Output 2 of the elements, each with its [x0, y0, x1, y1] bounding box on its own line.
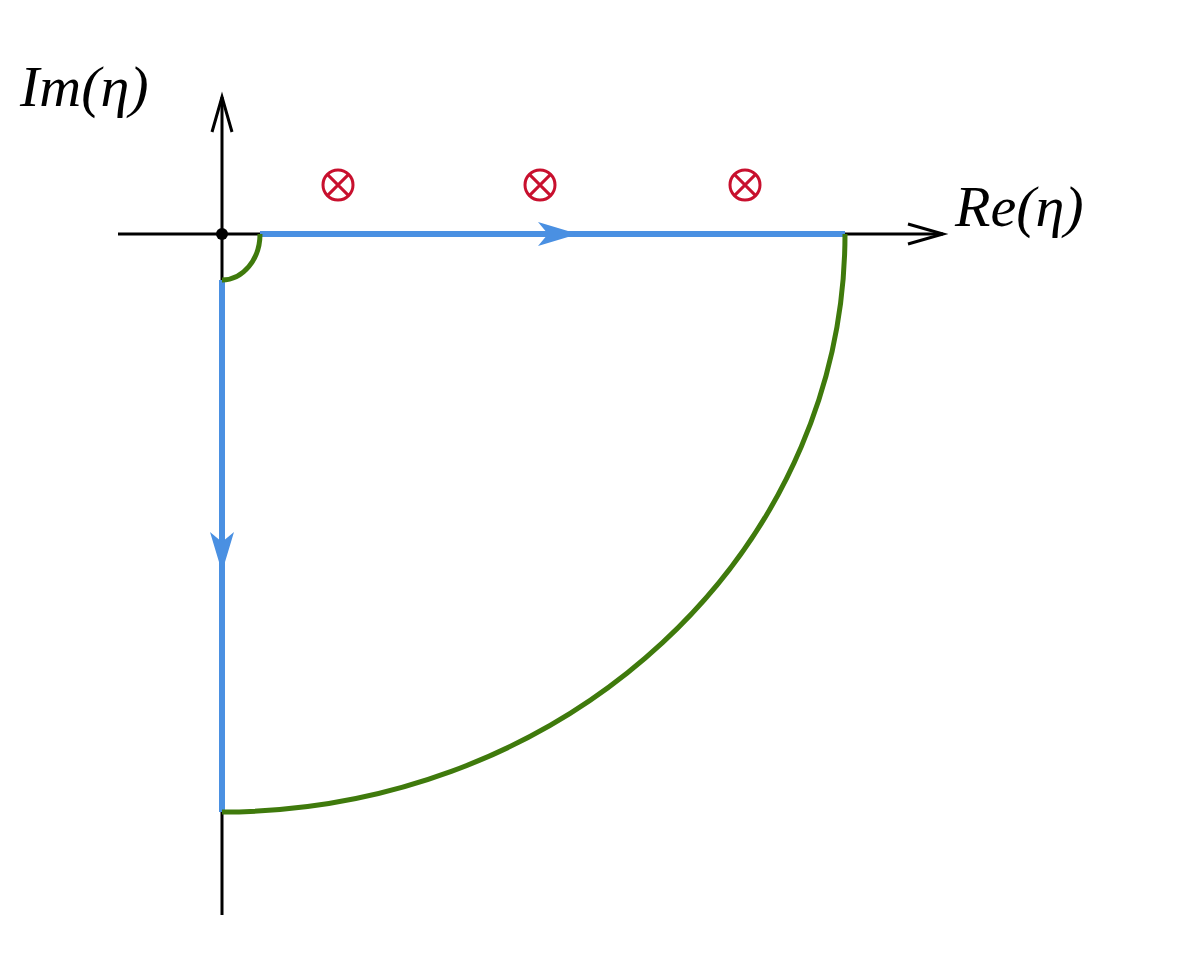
- axis-label: Im(η): [20, 58, 149, 116]
- axis-label: Re(η): [955, 178, 1084, 236]
